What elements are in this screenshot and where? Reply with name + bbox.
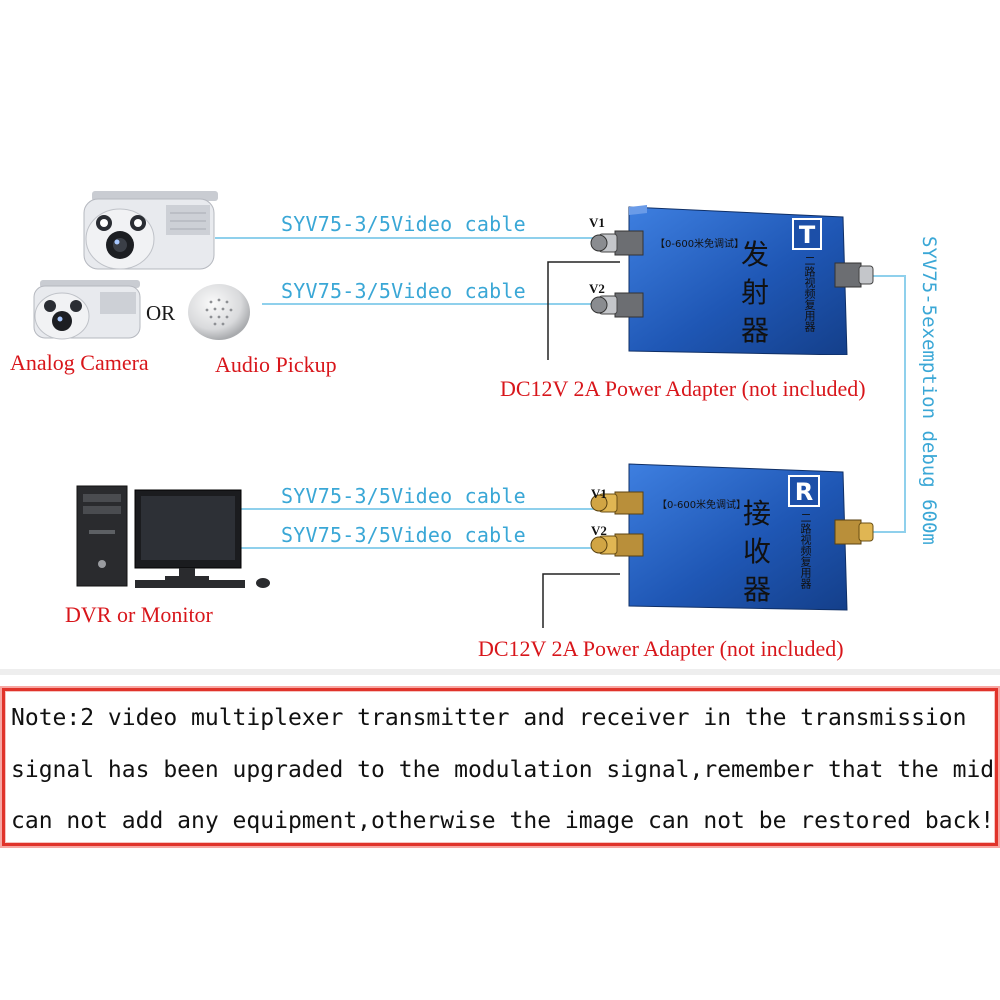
transmitter-port-v2: V2 [589,281,605,296]
receiver-port-v1: V1 [591,486,607,501]
audio-pickup-icon [188,284,250,340]
transmitter-title-1: 发 [741,238,770,271]
analog-camera-large-icon [83,191,218,270]
transmitter-title-2: 射 [741,276,770,309]
trunk-cable-label: SYV75-5exemption debug 600m [918,236,940,545]
dvr-monitor-label: DVR or Monitor [65,602,213,627]
transmitter-unit: T 【0-600米免调试】 发 射 器 二路视频复用器 V1 V2 [585,205,875,355]
receiver-side-label: 二路视频复用器 [799,512,812,589]
power-adapter-bottom-label: DC12V 2A Power Adapter (not included) [478,636,844,661]
transmitter-badge: T [798,221,816,249]
or-label: OR [146,301,176,325]
cable-label-bottom-v1: SYV75-3/5Video cable [281,484,526,508]
audio-pickup-label: Audio Pickup [215,352,337,377]
note-line-1: Note:2 video multiplexer transmitter and… [11,705,967,731]
transmitter-body [590,205,874,355]
transmitter-range-label: 【0-600米免调试】 [655,239,745,250]
power-lead-top [547,261,620,360]
note-line-3: can not add any equipment,otherwise the … [11,808,995,834]
transmitter-title-3: 器 [741,314,770,347]
receiver-unit: R 【0-600米免调试】 接 收 器 二路视频复用器 [585,462,875,612]
receiver-title-2: 收 [743,535,772,568]
transmitter-side-label: 二路视频复用器 [803,255,816,332]
note-box: Note:2 video multiplexer transmitter and… [2,688,998,846]
cable-label-top-v2: SYV75-3/5Video cable [281,279,526,303]
receiver-port-v2: V2 [591,523,607,538]
receiver-badge: R [794,478,814,506]
receiver-range-label: 【0-600米免调试】 [657,500,747,511]
power-lead-bottom [542,573,620,628]
cable-label-top-v1: SYV75-3/5Video cable [281,212,526,236]
receiver-title-1: 接 [743,497,772,530]
receiver-title-3: 器 [743,573,772,606]
analog-camera-label: Analog Camera [10,350,149,375]
power-adapter-top-label: DC12V 2A Power Adapter (not included) [500,376,866,401]
note-line-2: signal has been upgraded to the modulati… [11,757,998,783]
transmitter-port-v1: V1 [589,215,605,230]
dvr-monitor-icon [76,485,270,588]
analog-camera-small-icon [33,280,141,340]
cable-label-bottom-v2: SYV75-3/5Video cable [281,523,526,547]
trunk-cable [872,275,906,533]
receiver-body [590,463,874,611]
